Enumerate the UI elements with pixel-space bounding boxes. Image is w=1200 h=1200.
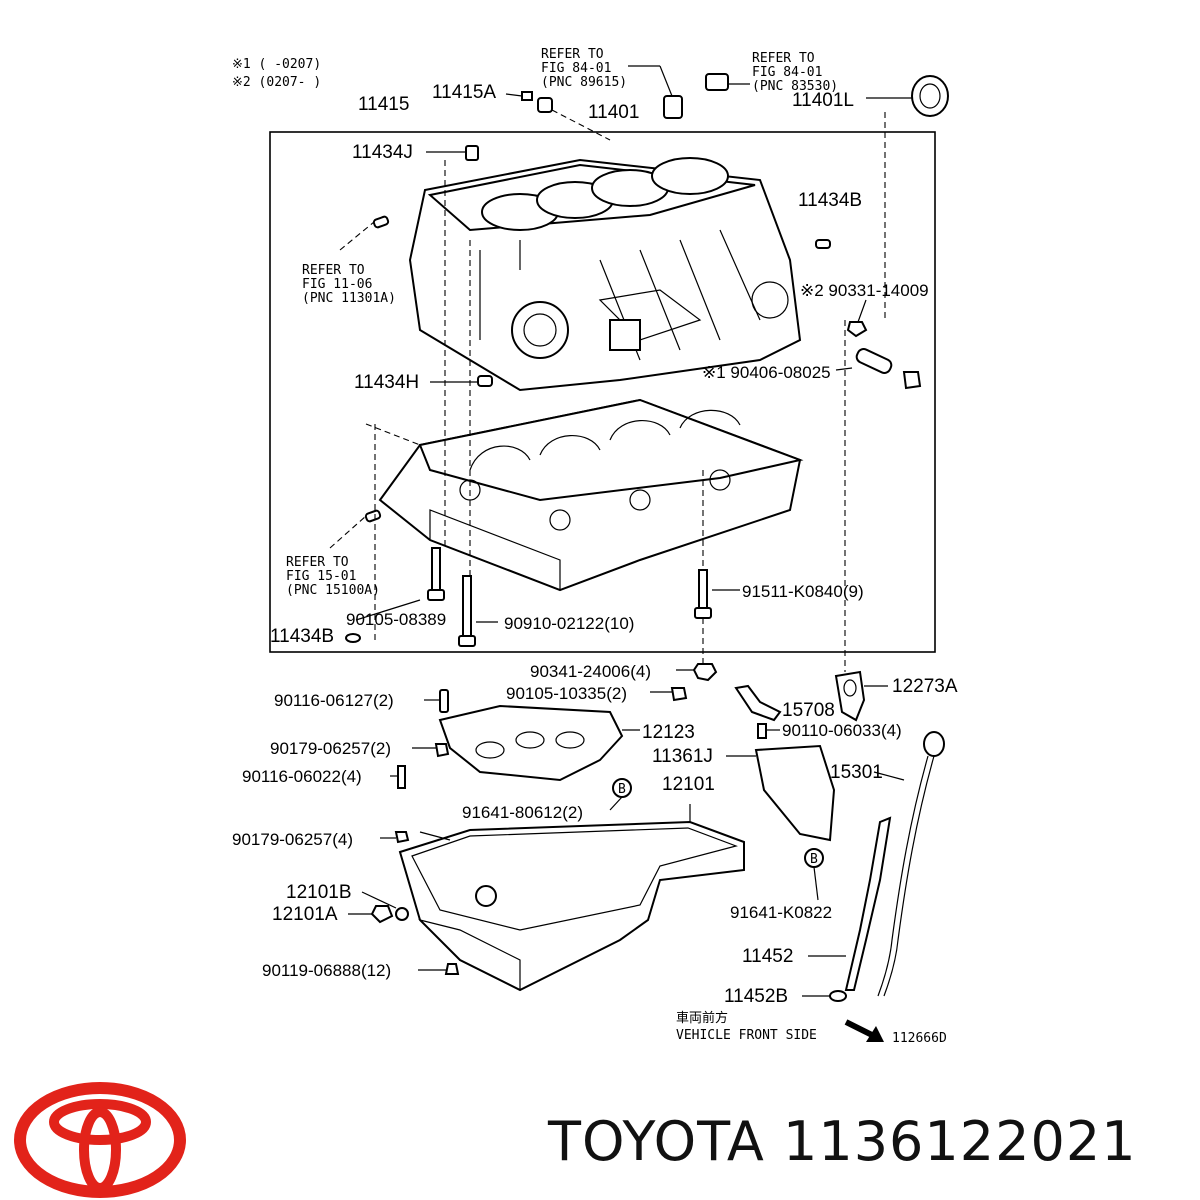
label-90179-a: 90179-06257(2) [270, 739, 391, 758]
dipstick-15301 [877, 731, 945, 997]
label-11434J: 11434J [352, 142, 413, 163]
svg-text:REFER TO: REFER TO [752, 51, 815, 66]
bolt-90105-08389 [427, 547, 445, 601]
svg-text:FIG 84-01: FIG 84-01 [541, 61, 611, 76]
front-side-jp: 車両前方 [676, 1010, 728, 1026]
svg-text:(PNC 11301A): (PNC 11301A) [302, 291, 396, 306]
label-11434B-top: 11434B [798, 190, 862, 211]
brand-part-number: TOYOTA 1136122021 [548, 1110, 1137, 1173]
svg-text:REFER TO: REFER TO [302, 263, 365, 278]
svg-text:FIG 11-06: FIG 11-06 [302, 277, 372, 292]
svg-text:(PNC 89615): (PNC 89615) [541, 75, 627, 90]
note-1: ※1 ( -0207) [232, 57, 321, 72]
cylinder-block [408, 157, 802, 392]
front-arrow-icon [844, 1019, 884, 1042]
brand-name: TOYOTA [548, 1110, 765, 1173]
bolt-90110 [757, 723, 780, 739]
oil-pan-no2-11361J [726, 744, 836, 842]
label-90105-10335: 90105-10335(2) [506, 684, 627, 703]
label-12101A: 12101A [272, 904, 338, 925]
nut-90179-a [434, 743, 450, 758]
label-12101B: 12101B [286, 882, 352, 903]
label-90110: 90110-06033(4) [782, 721, 902, 740]
label-12123: 12123 [642, 722, 695, 743]
svg-text:REFER TO: REFER TO [286, 555, 349, 570]
ref-84-01-a: REFER TO FIG 84-01 (PNC 89615) [541, 47, 627, 90]
marker-b-2-label: B [810, 852, 818, 867]
label-11361J: 11361J [652, 746, 713, 767]
label-11401: 11401 [588, 102, 639, 123]
label-11434H: 11434H [354, 372, 419, 393]
oil-strainer-15708 [734, 684, 782, 722]
bolt-90910 [458, 575, 476, 647]
label-90331: ※2 90331-14009 [800, 281, 929, 300]
lower-crankcase [378, 398, 804, 592]
pin-small-a [372, 215, 390, 229]
label-12101: 12101 [662, 774, 715, 795]
nut-90341 [692, 663, 718, 682]
label-15301: 15301 [830, 762, 883, 783]
block-assembly-frame [269, 131, 936, 653]
pin-11434B-low [345, 633, 361, 643]
label-90116-06022: 90116-06022(4) [242, 767, 362, 786]
svg-text:FIG 15-01: FIG 15-01 [286, 569, 356, 584]
note-2: ※2 (0207- ) [232, 75, 321, 90]
pin-small-b [364, 509, 382, 523]
svg-text:FIG 84-01: FIG 84-01 [752, 65, 822, 80]
front-side-en: VEHICLE FRONT SIDE [676, 1028, 817, 1043]
ref-84-01-b: REFER TO FIG 84-01 (PNC 83530) [752, 51, 838, 94]
label-11415A: 11415A [432, 82, 496, 103]
nut-90179-b [394, 831, 410, 844]
knock-sensor [628, 65, 683, 119]
svg-text:REFER TO: REFER TO [541, 47, 604, 62]
label-90406: ※1 90406-08025 [702, 363, 831, 382]
label-11452: 11452 [742, 946, 793, 967]
dowel-11434H [430, 375, 493, 387]
figure-id: 112666D [892, 1031, 947, 1046]
label-90105-08389: 90105-08389 [346, 610, 446, 629]
svg-text:(PNC 15100A): (PNC 15100A) [286, 583, 380, 598]
bolt-90105-10335 [670, 687, 688, 702]
stud-90116-06022 [397, 765, 406, 789]
dipstick-guide-11452 [844, 816, 892, 991]
drain-plug-11415 [505, 91, 553, 113]
svg-text:(PNC 83530): (PNC 83530) [752, 79, 838, 94]
label-90119: 90119-06888(12) [262, 961, 391, 980]
label-90179-b: 90179-06257(4) [232, 830, 353, 849]
label-91641-80612: 91641-80612(2) [462, 803, 583, 822]
label-15708: 15708 [782, 700, 835, 721]
ref-11-06: REFER TO FIG 11-06 (PNC 11301A) [302, 263, 396, 306]
label-90910: 90910-02122(10) [504, 614, 634, 633]
baffle-plate-12123 [438, 704, 640, 782]
label-91641-K0822: 91641-K0822 [730, 903, 832, 922]
bolt-90119 [444, 963, 460, 975]
oil-pan-12101 [398, 804, 745, 992]
ref-15-01: REFER TO FIG 15-01 (PNC 15100A) [286, 555, 380, 598]
marker-b-1-label: B [618, 782, 626, 797]
label-leaders [348, 599, 905, 997]
plug-90406 [835, 348, 922, 390]
dashed-leaders [329, 109, 886, 672]
o-ring-11452B [829, 990, 847, 1002]
dowel-pin-11434J [426, 145, 479, 161]
toyota-logo-icon [14, 1082, 186, 1198]
gasket-12273A [834, 670, 888, 722]
part-number: 1136122021 [782, 1110, 1137, 1173]
oil-pressure-switch [705, 73, 750, 91]
pin-11434B-top [815, 239, 831, 249]
bolt-91511 [694, 569, 740, 619]
drain-plug-12101A [370, 905, 409, 924]
bolt-90331 [846, 299, 868, 338]
label-11434B-low: 11434B [270, 626, 334, 647]
label-11415: 11415 [358, 94, 409, 115]
stud-90116-06127 [439, 689, 449, 713]
rear-oil-seal [866, 75, 949, 117]
label-11401L: 11401L [792, 90, 854, 111]
label-11452B: 11452B [724, 986, 788, 1007]
label-90341: 90341-24006(4) [530, 662, 651, 681]
label-12273A: 12273A [892, 676, 958, 697]
label-91511: 91511-K0840(9) [742, 582, 864, 601]
label-90116-06127: 90116-06127(2) [274, 691, 394, 710]
